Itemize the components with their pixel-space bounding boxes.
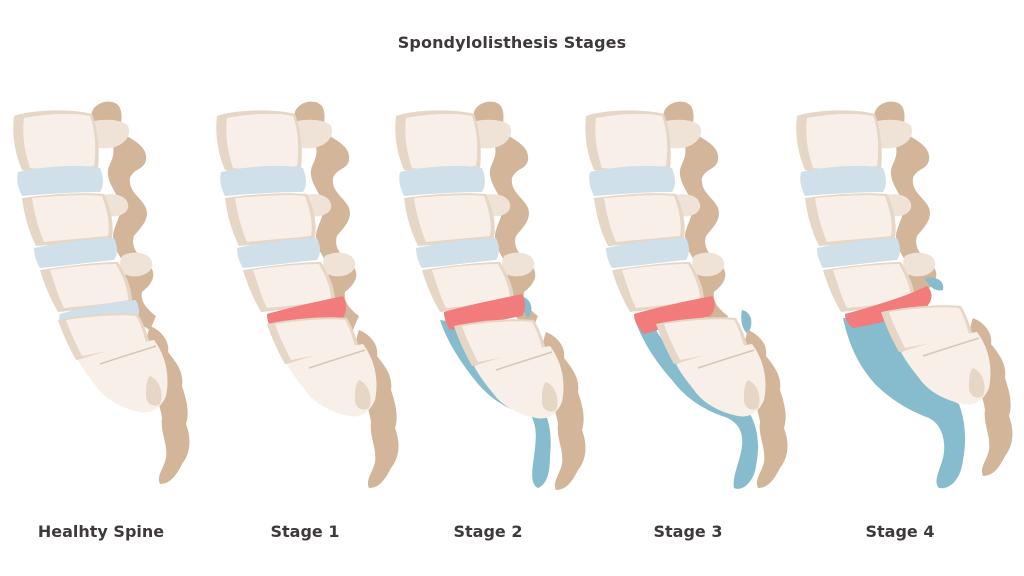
fluid-region [440, 320, 551, 488]
panel-stage-2 [395, 101, 587, 491]
fluid-region [634, 318, 758, 489]
slipped-disc-highlight [444, 294, 525, 330]
panel-stage-3 [585, 101, 789, 489]
diagram-title: Spondylolisthesis Stages [397, 33, 627, 52]
slipped-disc-highlight [634, 296, 715, 334]
slipped-disc-highlight [845, 286, 932, 328]
panel-stage-1 [216, 101, 400, 489]
label-healthy-spine: Healhty Spine [37, 522, 165, 541]
label-stage-4: Stage 4 [865, 522, 935, 541]
fluid-region [843, 318, 966, 489]
panel-stage-4 [796, 101, 1014, 489]
label-stage-2: Stage 2 [453, 522, 523, 541]
panel-healthy-spine [13, 101, 191, 485]
label-stage-1: Stage 1 [270, 522, 340, 541]
label-stage-3: Stage 3 [653, 522, 723, 541]
